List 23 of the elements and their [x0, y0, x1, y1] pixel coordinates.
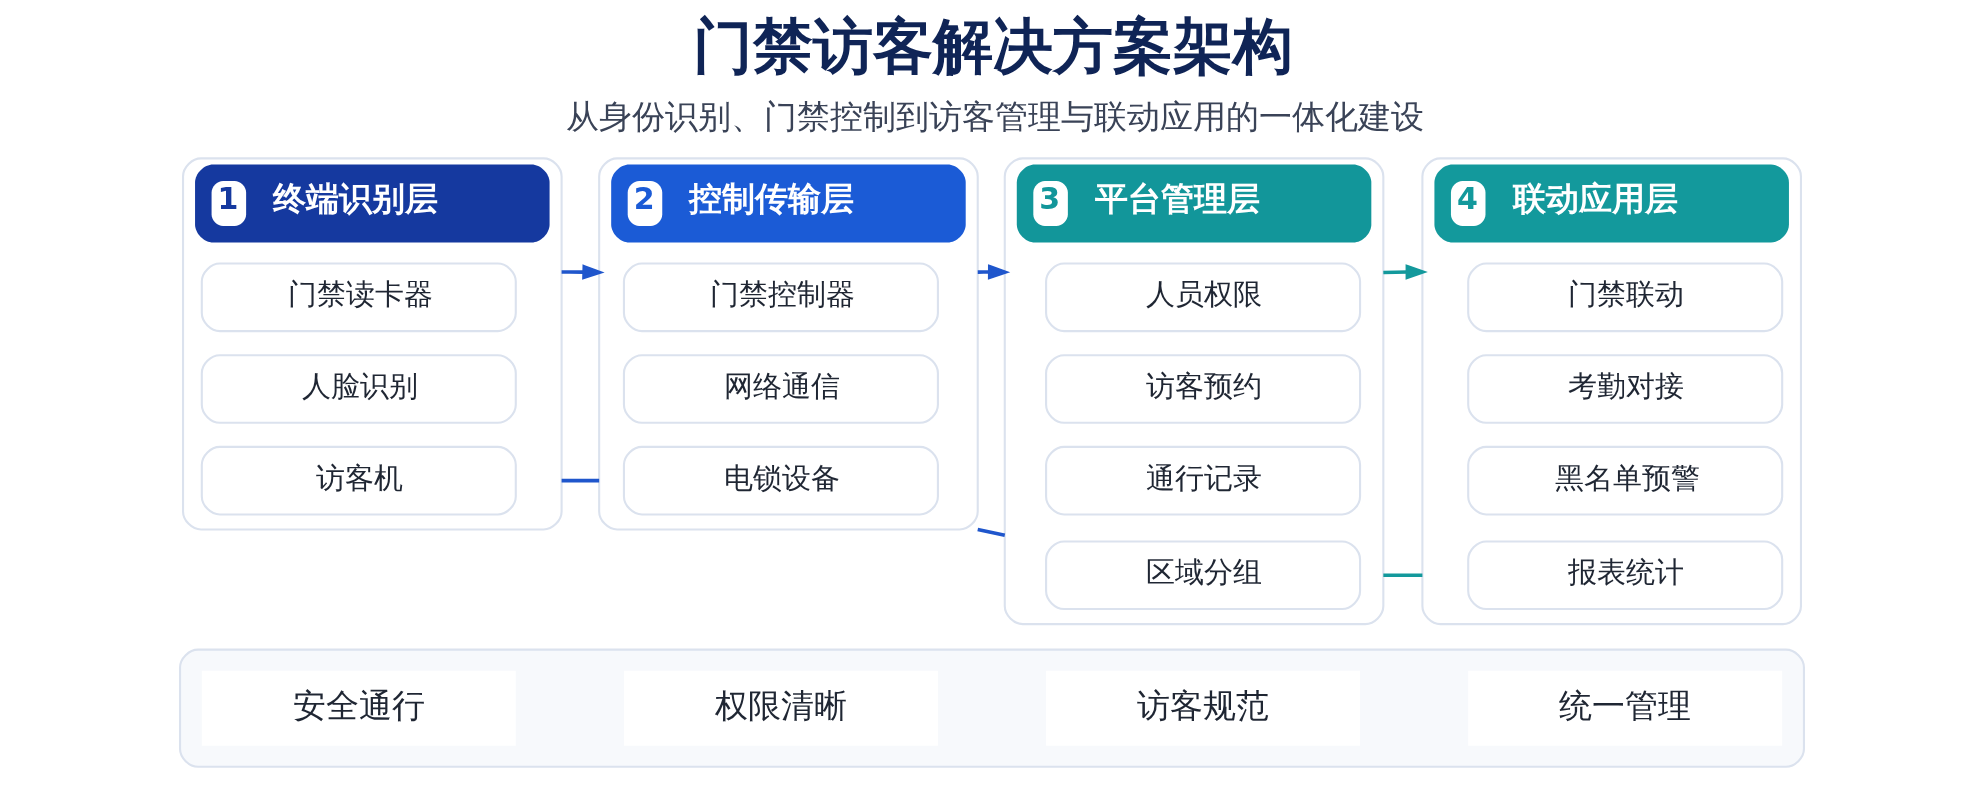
node-box: 门禁控制器 — [622, 262, 939, 333]
connector — [976, 527, 1005, 537]
cluster — [178, 648, 1805, 768]
node-box: 人脸识别 — [200, 354, 517, 424]
node-box: 访客预约 — [1044, 354, 1361, 424]
connector — [561, 478, 599, 483]
node-box: 人员权限 — [1044, 262, 1361, 333]
node-box: 考勤对接 — [1466, 354, 1783, 424]
node-box: 网络通信 — [622, 354, 939, 424]
node-box: 通行记录 — [1044, 445, 1361, 516]
node-box: 访客机 — [200, 445, 517, 516]
label: 从身份识别、门禁控制到访客管理与联动应用的一体化建设 — [565, 96, 1424, 136]
node-box: 报表统计 — [1466, 540, 1783, 611]
arrow — [561, 264, 605, 280]
connector — [1382, 573, 1422, 578]
node-box: 门禁联动 — [1466, 262, 1783, 333]
node-box: 区域分组 — [1044, 540, 1361, 611]
node-box: 黑名单预警 — [1466, 445, 1783, 516]
diagram-title: 门禁访客解决方案架构 — [692, 10, 1293, 81]
arrow — [977, 264, 1010, 280]
arrow — [1382, 264, 1428, 280]
node-box: 门禁读卡器 — [200, 262, 517, 333]
node-box: 电锁设备 — [622, 445, 939, 516]
